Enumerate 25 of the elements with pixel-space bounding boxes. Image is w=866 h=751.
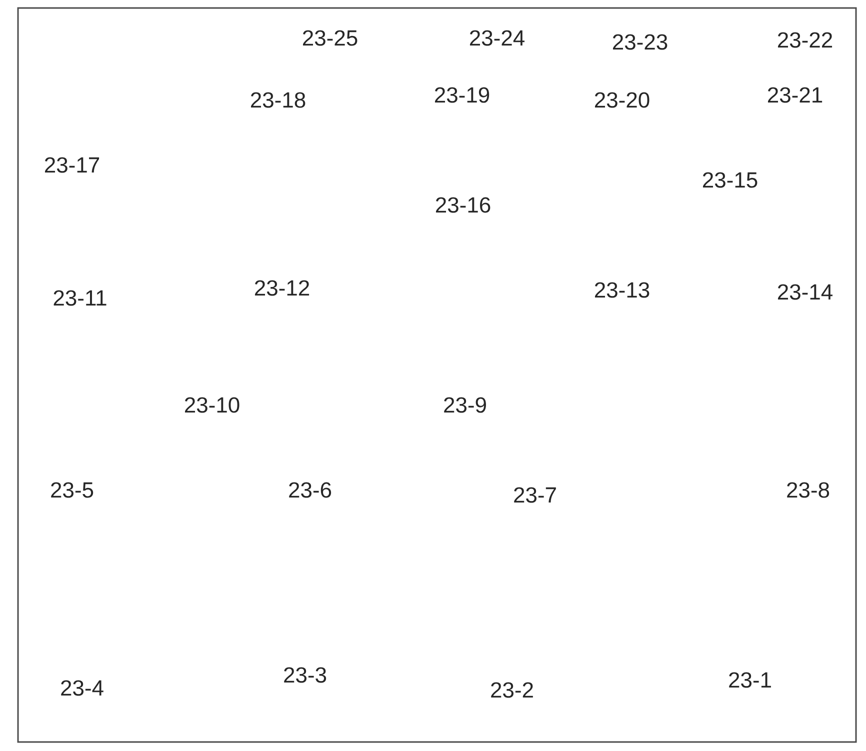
- plot-label: 23-12: [255, 280, 310, 296]
- plot-label: 23-1: [729, 672, 771, 688]
- plot-label: 23-9: [444, 397, 486, 413]
- plot-label: 23-11: [54, 290, 106, 306]
- plot-label: 23-20: [594, 92, 650, 108]
- plot-label: 23-10: [185, 397, 240, 413]
- plot-label: 23-4: [61, 680, 104, 696]
- plot-label: 23-18: [251, 92, 306, 108]
- plot-label: 23-21: [768, 87, 822, 103]
- plot-label: 23-25: [303, 30, 358, 46]
- plot-label: 23-14: [778, 284, 832, 300]
- plot-label: 23-23: [612, 34, 668, 50]
- plot-label: 23-6: [289, 482, 332, 498]
- plot-label: 23-24: [470, 30, 524, 46]
- plot-label: 23-5: [51, 482, 94, 498]
- plot-label: 23-13: [594, 282, 650, 298]
- plot-label: 23-2: [491, 682, 533, 698]
- plot-label: 23-8: [787, 482, 830, 498]
- plot-label: 23-7: [514, 487, 556, 503]
- plot-label: 23-15: [702, 172, 758, 188]
- plot-label: 23-16: [436, 197, 490, 213]
- plot-label: 23-17: [45, 157, 100, 173]
- plot-label: 23-19: [435, 87, 490, 103]
- plot-label: 23-3: [284, 667, 326, 683]
- plot-label: 23-22: [778, 32, 832, 48]
